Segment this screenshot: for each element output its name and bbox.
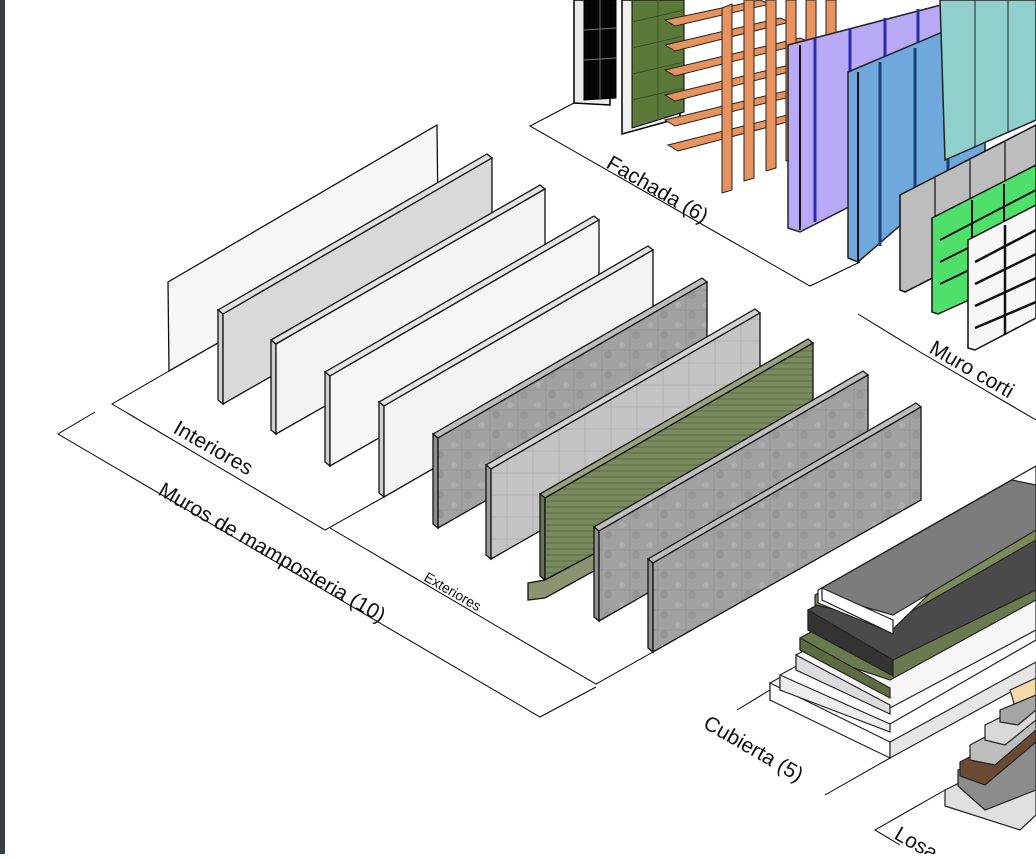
exterior-wall-5 (646, 402, 923, 654)
fachada-label: Fachada (6) (603, 151, 713, 228)
exteriores-label: Exteriores (422, 569, 485, 614)
losas-label: Losa (891, 822, 942, 854)
exterior-walls-group (431, 277, 923, 654)
mamposteria-dimensions (57, 370, 654, 718)
losas-dimension-line (874, 789, 946, 846)
muro-cortina-dimension-line (857, 313, 1036, 421)
fachada-black-panel (573, 0, 617, 106)
cubierta-group (736, 465, 1036, 796)
losas-group (874, 677, 1036, 846)
fachada-dimension-line (528, 102, 861, 287)
fachada-teal-glass (939, 0, 1036, 162)
muro-cortina-white-grid (967, 204, 1036, 351)
exteriores-dimension-line (329, 527, 654, 685)
mamposteria-dimension-line (57, 411, 597, 718)
left-border (0, 0, 5, 854)
interiores-label: Interiores (170, 416, 257, 480)
cubierta-top-concrete (821, 479, 1036, 635)
muros-mamposteria-label: Muros de mamposteria (10) (155, 478, 390, 627)
cubierta-dimension-line (736, 689, 891, 796)
interiores-dimension-line (111, 370, 385, 531)
fachada-group: Fachada (6) (528, 0, 1036, 287)
cubierta-label: Cubierta (5) (700, 711, 808, 786)
